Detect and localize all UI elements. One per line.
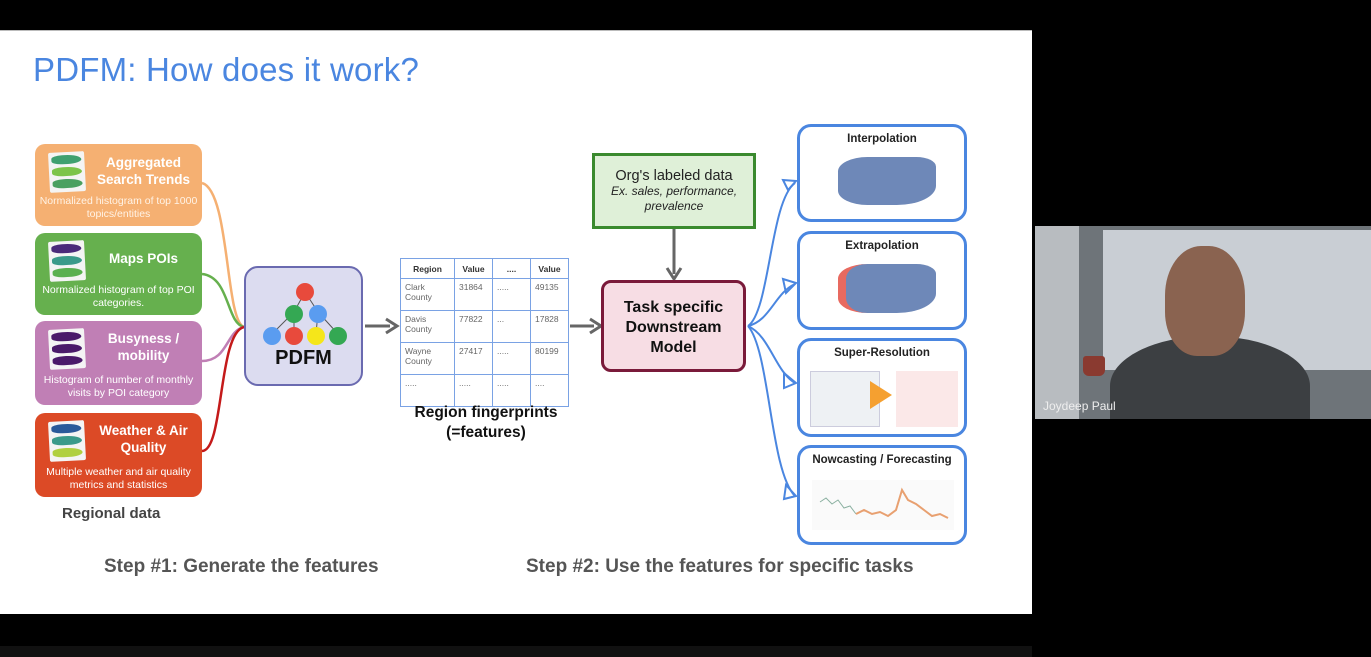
task-card-forecasting: Nowcasting / Forecasting bbox=[797, 445, 967, 545]
task-card-super-resolution: Super-Resolution bbox=[797, 338, 967, 437]
arrow-pdfm-to-table bbox=[365, 317, 400, 335]
regional-data-caption: Regional data bbox=[62, 505, 161, 522]
brick-wall bbox=[1035, 226, 1079, 419]
pdfm-model-box: PDFM bbox=[244, 266, 363, 386]
source-card-maps-pois: Maps POIs Normalized histogram of top PO… bbox=[35, 233, 202, 315]
table-row: ................... bbox=[400, 374, 569, 407]
arrow-labeled-to-model bbox=[665, 229, 683, 282]
task-fan-arrows bbox=[747, 178, 799, 501]
forecast-chart-image bbox=[812, 480, 954, 530]
arrow-right-icon bbox=[870, 381, 892, 409]
task-card-extrapolation: Extrapolation bbox=[797, 231, 967, 330]
participant-head bbox=[1165, 246, 1245, 356]
us-map-thumbnail-icon bbox=[47, 240, 87, 282]
bottom-bar bbox=[0, 646, 1032, 657]
fine-map-image bbox=[896, 371, 958, 427]
source-card-weather: Weather & Air Quality Multiple weather a… bbox=[35, 413, 202, 497]
us-map-image bbox=[838, 157, 936, 205]
fingerprints-caption: Region fingerprints (=features) bbox=[414, 404, 558, 441]
tree-icon bbox=[263, 283, 347, 345]
arrow-table-to-model bbox=[570, 317, 604, 335]
step2-caption: Step #2: Use the features for specific t… bbox=[526, 556, 914, 577]
labeled-data-box: Org's labeled data Ex. sales, performanc… bbox=[592, 153, 756, 229]
connector-search bbox=[201, 181, 245, 329]
source-card-search-trends: Aggregated Search Trends Normalized hist… bbox=[35, 144, 202, 226]
participant-video-tile[interactable]: Joydeep Paul bbox=[1035, 226, 1371, 419]
step1-caption: Step #1: Generate the features bbox=[104, 556, 379, 577]
us-map-thumbnail-icon bbox=[47, 328, 87, 370]
task-card-interpolation: Interpolation bbox=[797, 124, 967, 222]
slide-title: PDFM: How does it work? bbox=[33, 51, 420, 88]
connector-maps bbox=[201, 272, 245, 329]
participant-name: Joydeep Paul bbox=[1043, 399, 1116, 413]
source-card-busyness: Busyness / mobility Histogram of number … bbox=[35, 321, 202, 405]
us-map-image bbox=[838, 264, 936, 313]
mug-icon bbox=[1083, 356, 1105, 376]
presentation-slide: PDFM: How does it work? bbox=[0, 30, 1032, 614]
us-map-thumbnail-icon bbox=[47, 420, 87, 462]
downstream-model-box: Task specific Downstream Model bbox=[601, 280, 746, 372]
us-map-thumbnail-icon bbox=[47, 151, 87, 193]
connector-weather bbox=[201, 325, 245, 453]
connector-lines bbox=[201, 178, 799, 501]
